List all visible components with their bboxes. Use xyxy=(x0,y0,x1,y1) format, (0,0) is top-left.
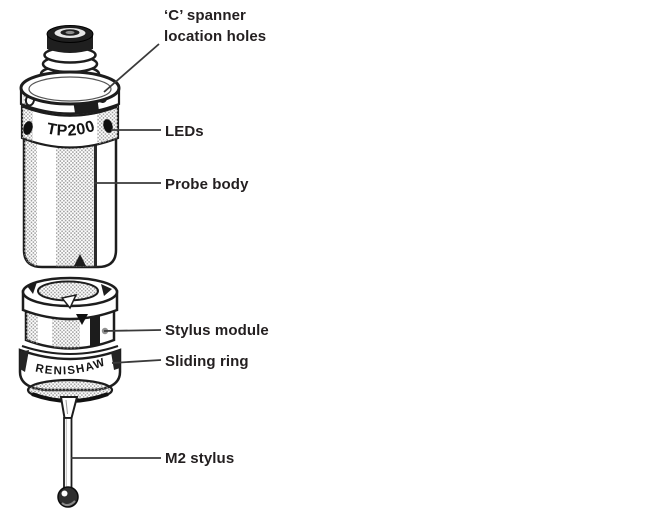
stylus-module-graphic xyxy=(21,276,119,350)
label-leds: LEDs xyxy=(165,123,204,140)
label-stylus-module: Stylus module xyxy=(165,322,269,339)
model-marking: TP200 xyxy=(45,118,97,140)
led-right-icon xyxy=(103,119,113,133)
label-c-spanner-location-holes: ‘C’ spanner location holes xyxy=(164,7,267,45)
leader-c-spanner-line xyxy=(103,43,160,93)
label-probe-body: Probe body xyxy=(165,176,249,193)
sliding-ring-graphic: RENISHAW xyxy=(18,345,122,403)
alignment-marker-down-icon xyxy=(76,314,88,325)
led-left-icon xyxy=(23,121,33,135)
leader-lines xyxy=(71,43,162,459)
leader-stylus-module-line xyxy=(103,329,162,332)
label-m2-stylus: M2 stylus xyxy=(165,450,235,467)
probe-cap xyxy=(19,70,121,117)
label-sliding-ring: Sliding ring xyxy=(165,353,249,370)
leader-sliding-ring-line xyxy=(111,359,162,364)
alignment-marker-up-icon xyxy=(74,254,86,266)
led-band: TP200 xyxy=(20,104,120,149)
m2-stylus-graphic xyxy=(57,396,79,508)
